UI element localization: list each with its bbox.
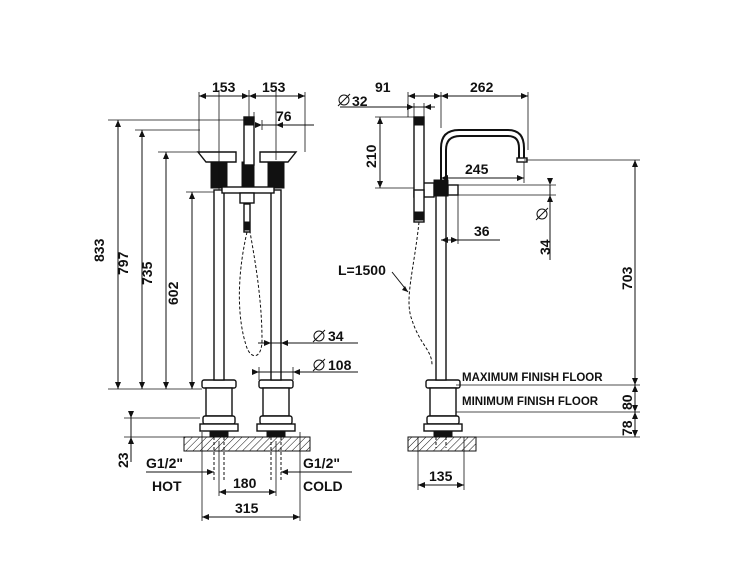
front-dim-153-153: 153 153 xyxy=(198,79,306,152)
front-inlet-labels: G1/2" HOT G1/2" COLD xyxy=(146,455,352,494)
dim-diameter-32: 32 xyxy=(352,93,368,109)
dim-side-diameter-34: 34 xyxy=(537,239,553,255)
front-floor-block xyxy=(183,436,311,452)
front-dim-76: 76 xyxy=(255,108,314,130)
front-hose xyxy=(238,231,263,357)
dim-735: 735 xyxy=(139,261,155,285)
front-dim-315: 315 xyxy=(202,500,300,520)
side-view: 91 262 32 210 245 xyxy=(337,79,640,490)
dim-36: 36 xyxy=(474,223,490,239)
front-vertical-dims: 833 797 735 602 xyxy=(91,119,244,390)
side-inlet-dashes xyxy=(435,437,447,448)
dim-23: 23 xyxy=(115,452,131,468)
dim-833: 833 xyxy=(91,238,107,262)
dim-78: 78 xyxy=(619,420,635,436)
front-dim-diameters: 34 108 xyxy=(252,328,358,380)
dim-315: 315 xyxy=(235,500,259,516)
side-dim-703: 703 xyxy=(524,159,640,385)
front-inlet-dashes xyxy=(213,437,282,480)
dim-602: 602 xyxy=(165,281,181,305)
hot-label: HOT xyxy=(152,478,182,494)
side-valve xyxy=(433,179,449,197)
hot-thread-label: G1/2" xyxy=(146,455,183,471)
dim-797: 797 xyxy=(115,251,131,275)
side-dim-78: 78 xyxy=(619,412,638,437)
cold-label: COLD xyxy=(303,478,343,494)
min-finish-floor-label: MINIMUM FINISH FLOOR xyxy=(462,396,599,408)
dim-180: 180 xyxy=(233,475,257,491)
dim-135: 135 xyxy=(429,468,453,484)
front-crossbar xyxy=(221,186,275,194)
front-left-base xyxy=(199,379,239,438)
dim-153-right: 153 xyxy=(262,79,286,95)
dim-703: 703 xyxy=(619,266,635,290)
side-dim-135: 135 xyxy=(417,437,465,490)
dim-210: 210 xyxy=(363,144,379,168)
side-dim-91-262: 91 262 xyxy=(375,79,529,150)
front-left-pipe xyxy=(213,189,225,381)
max-finish-floor-label: MAXIMUM FINISH FLOOR xyxy=(462,372,603,384)
side-spout xyxy=(440,129,525,180)
front-dim-23: 23 xyxy=(115,411,200,468)
dim-245: 245 xyxy=(465,161,489,177)
dim-80: 80 xyxy=(619,394,635,410)
front-dim-180: 180 xyxy=(219,475,276,495)
cold-thread-label: G1/2" xyxy=(303,455,340,471)
front-right-pipe xyxy=(270,189,282,381)
front-view: 153 153 76 833 797 735 xyxy=(91,79,358,521)
front-left-handle xyxy=(196,151,237,163)
side-dim-210: 210 xyxy=(363,116,414,189)
dim-262: 262 xyxy=(470,79,494,95)
dim-91: 91 xyxy=(375,79,391,95)
dim-153-left: 153 xyxy=(212,79,236,95)
side-base xyxy=(423,379,463,438)
side-pipe xyxy=(435,191,447,381)
side-dim-245: 245 xyxy=(441,161,525,183)
dim-diameter-34: 34 xyxy=(328,328,344,344)
front-right-handle xyxy=(259,151,298,163)
front-right-valve xyxy=(267,161,285,189)
hose-length-label: L=1500 xyxy=(338,262,386,278)
side-hose-label: L=1500 xyxy=(338,262,409,293)
side-dim-32: 32 xyxy=(337,93,435,117)
side-hose xyxy=(408,221,433,366)
dim-76: 76 xyxy=(276,108,292,124)
side-dim-80: 80 xyxy=(619,385,638,412)
front-right-base xyxy=(256,379,296,438)
side-floor-lines: MAXIMUM FINISH FLOOR MINIMUM FINISH FLOO… xyxy=(456,372,640,438)
side-hand-shower xyxy=(413,116,425,198)
dim-diameter-108: 108 xyxy=(328,357,352,373)
side-dim-36-34: 34 36 xyxy=(441,178,556,260)
